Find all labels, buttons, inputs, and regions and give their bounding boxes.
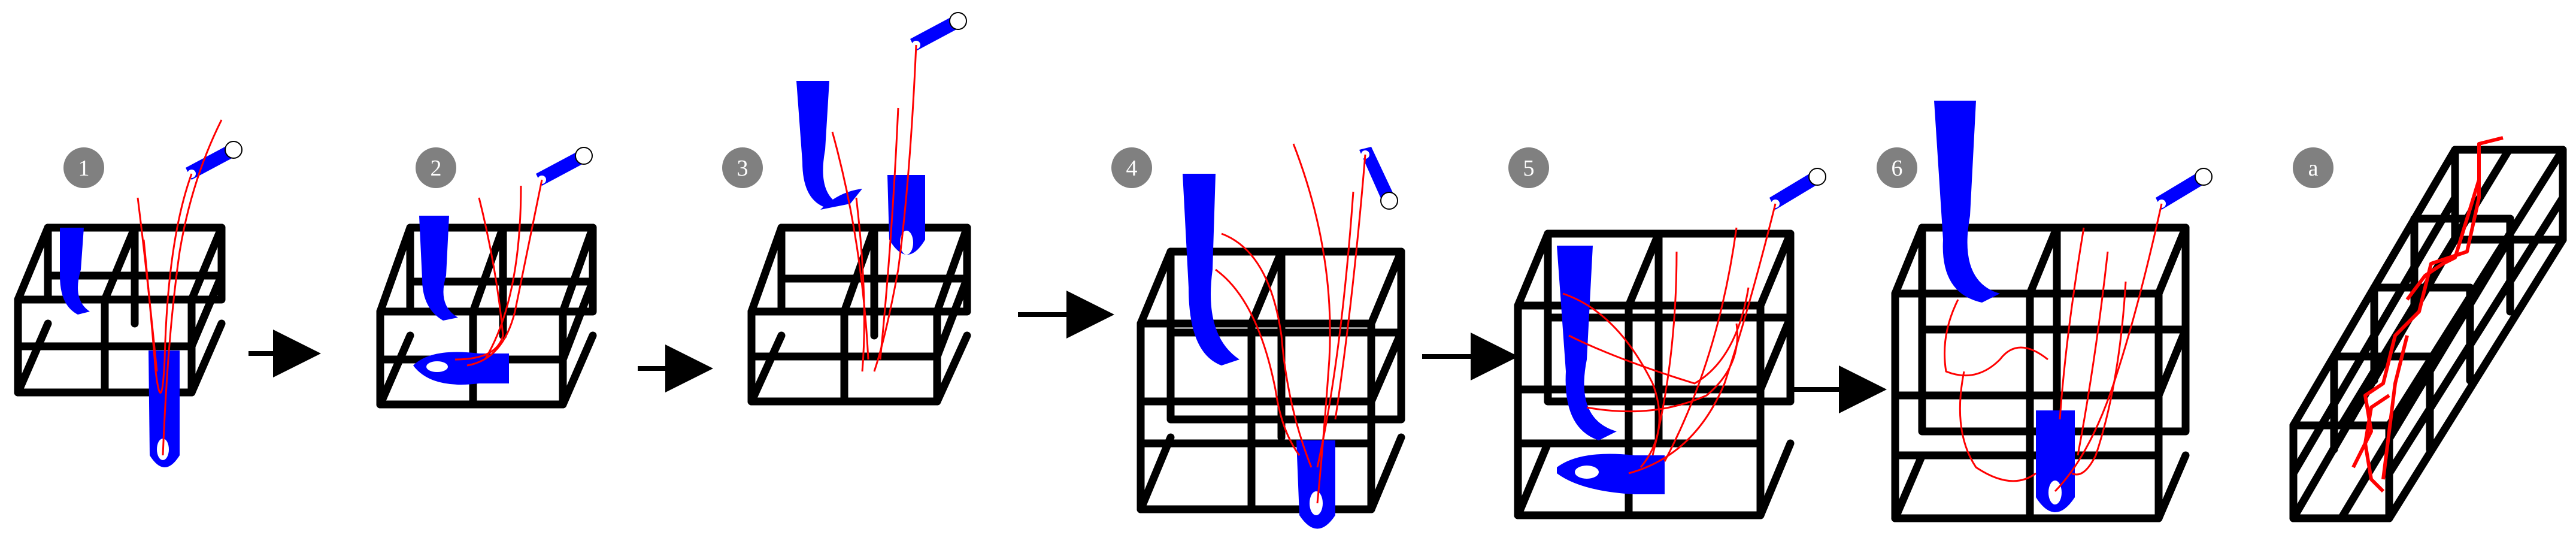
step-1-panel: 1 [14,119,321,467]
step-4-threads [1215,143,1366,504]
step-3-upper-needle [796,81,862,210]
step-3-label: 3 [737,156,748,181]
step-1-bobbin [186,141,243,180]
step-4-upper-needle [1183,174,1239,365]
step-a-stitch-thread [2351,136,2504,493]
step-2-panel: 2 [376,147,713,409]
step-4-panel: 4 [1111,143,1519,529]
step-6-bobbin [2156,168,2213,210]
step-a-badge: a [2293,147,2333,188]
step-5-badge: 5 [1508,147,1549,188]
step-6-upper-needle [1934,101,2000,303]
step-2-lower-needle [413,352,509,385]
step-5-bobbin [1769,168,1826,210]
step-5-lower-needle [1557,454,1665,494]
step-1-grid-frame [14,223,226,397]
step-6-badge: 6 [1877,147,1917,188]
step-5-panel: 5 [1508,147,1887,519]
step-6-threads [1944,203,2163,492]
step-1-threads [137,119,223,456]
step-4-label: 4 [1126,156,1138,181]
step-4-lower-needle [1296,440,1335,529]
step-2-bobbin [536,147,593,186]
step-1-badge: 1 [63,147,104,188]
step-3-badge: 3 [722,147,763,188]
step-6-label: 6 [1892,156,1903,181]
step-4-badge: 4 [1111,147,1152,188]
step-4-grid-frame [1137,247,1405,513]
step-1-upper-needle [60,228,90,315]
step-3-lower-needle [887,175,925,255]
step-3-grid-frame [747,223,971,406]
step-5-threads [1562,203,1777,475]
step-3-panel: 3 [722,12,1114,406]
step-6-grid-frame [1891,223,2190,522]
step-a-grid-frame [2289,146,2567,522]
step-2-label: 2 [431,156,442,181]
step-1-label: 1 [78,156,90,181]
step-2-upper-needle [419,216,458,321]
step-6-panel: 6 [1877,101,2213,522]
step-5-upper-needle [1557,246,1617,440]
step-3-threads [831,44,917,372]
step-6-lower-needle [2036,410,2075,512]
step-5-grid-frame [1514,229,1795,519]
step-4-bobbin [1359,147,1398,210]
step-a-label: a [2308,156,2319,181]
step-2-badge: 2 [416,147,456,188]
step-5-label: 5 [1523,156,1535,181]
step-3-bobbin [910,12,967,51]
step-a-panel: a [2289,136,2567,522]
step-2-threads [454,179,543,367]
